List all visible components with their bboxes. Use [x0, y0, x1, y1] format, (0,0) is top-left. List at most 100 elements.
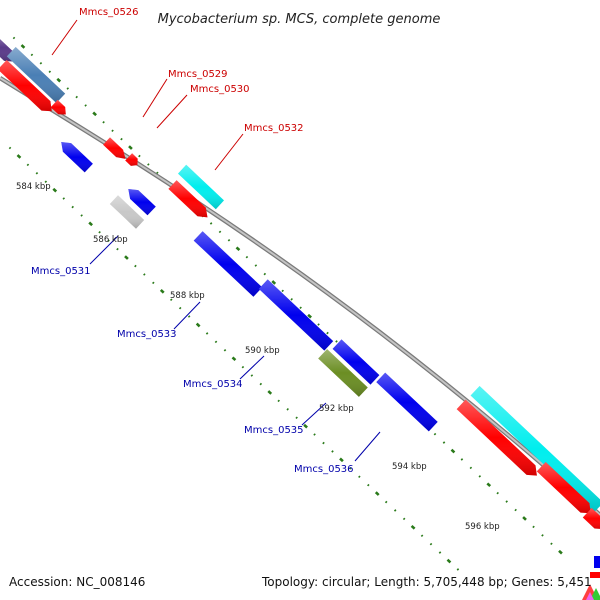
gene-label-mmcs-0530[interactable]: Mmcs_0530: [190, 84, 250, 95]
tick-mark: [44, 180, 48, 184]
tick-mark: [532, 525, 535, 529]
tick-mark: [235, 246, 241, 252]
tick-mark: [393, 509, 397, 512]
accession-text: Accession: NC_008146: [9, 575, 145, 589]
gene-label-mmcs-0533[interactable]: Mmcs_0533: [117, 329, 177, 340]
gene-feature-red[interactable]: [456, 399, 537, 476]
tick-mark: [214, 340, 218, 344]
tick-mark: [245, 255, 249, 259]
tick-mark: [250, 374, 254, 377]
tick-mark: [456, 568, 460, 571]
tick-mark: [111, 129, 114, 133]
kbp-label: 592 kbp: [319, 404, 354, 414]
gene-feature-blue[interactable]: [128, 189, 156, 216]
callout-line: [239, 355, 265, 380]
tick-mark: [307, 313, 312, 319]
tick-mark: [263, 272, 267, 276]
gene-feature-mmcs-0535[interactable]: [318, 349, 368, 397]
tick-mark: [8, 146, 12, 150]
kbp-label: 590 kbp: [245, 346, 280, 356]
callout-line: [354, 431, 381, 462]
tick-mark: [317, 323, 320, 326]
tick-mark: [218, 230, 222, 234]
tick-mark: [313, 433, 316, 436]
gene-feature-mmcs-0533[interactable]: [193, 231, 263, 297]
tick-mark: [326, 331, 329, 335]
tick-mark: [227, 238, 231, 242]
gene-label-mmcs-0532[interactable]: Mmcs_0532: [244, 123, 304, 134]
tick-mark: [442, 441, 446, 444]
tick-mark: [56, 77, 62, 83]
gene-feature-mmcs-0530[interactable]: [125, 153, 138, 166]
tick-mark: [52, 187, 58, 193]
tick-mark: [128, 145, 133, 150]
gene-label-mmcs-0535[interactable]: Mmcs_0535: [244, 425, 304, 436]
gene-label-mmcs-0534[interactable]: Mmcs_0534: [183, 379, 243, 390]
tick-mark: [75, 95, 78, 99]
tick-mark: [420, 534, 424, 538]
tick-mark: [259, 382, 263, 386]
tick-mark: [84, 104, 87, 107]
tick-mark: [460, 458, 464, 461]
tick-mark: [496, 491, 499, 495]
tick-mark: [102, 120, 105, 124]
genome-summary-text: Topology: circular; Length: 5,705,448 bp…: [261, 575, 592, 589]
gene-feature-red[interactable]: [582, 508, 600, 529]
map-overview-icon[interactable]: [582, 556, 600, 600]
callout-line: [301, 402, 327, 426]
gene-feature-blue[interactable]: [61, 142, 93, 173]
tick-mark: [116, 247, 119, 251]
gene-feature-red[interactable]: [0, 60, 52, 112]
gene-label-mmcs-0526[interactable]: Mmcs_0526: [79, 7, 139, 18]
gene-feature-mmcs-0529[interactable]: [103, 137, 126, 159]
gene-label-mmcs-0536[interactable]: Mmcs_0536: [294, 464, 354, 475]
gene-label-mmcs-0529[interactable]: Mmcs_0529: [168, 69, 228, 80]
tick-mark: [195, 322, 201, 328]
tick-mark: [358, 475, 361, 479]
tick-mark: [124, 255, 129, 260]
tick-mark: [277, 399, 280, 403]
gene-feature-cyan[interactable]: [470, 386, 600, 512]
tick-mark: [450, 448, 456, 454]
callout-line: [142, 78, 168, 118]
tick-mark: [16, 154, 22, 159]
tick-mark: [178, 306, 182, 310]
tick-mark: [20, 44, 26, 49]
tick-mark: [48, 70, 52, 74]
callout-lines: [51, 19, 381, 462]
tick-mark: [223, 348, 227, 352]
gene-feature-mmcs-0532[interactable]: [178, 164, 224, 210]
gene-feature-mmcs-0534[interactable]: [332, 339, 380, 385]
gene-feature-red[interactable]: [50, 99, 66, 115]
gene-feature-red[interactable]: [536, 462, 591, 514]
tick-mark: [30, 53, 34, 57]
gene-label-mmcs-0531[interactable]: Mmcs_0531: [31, 266, 91, 277]
gene-feature-mmcs-0531[interactable]: [109, 195, 145, 229]
tick-mark: [469, 466, 473, 470]
gene-feature-mmcs-0536[interactable]: [376, 372, 438, 432]
tick-mark: [541, 534, 544, 537]
tick-mark: [107, 239, 110, 243]
tick-mark: [80, 214, 83, 217]
gene-feature-mmcs-0526[interactable]: [6, 47, 66, 103]
gene-feature-blue[interactable]: [258, 279, 334, 351]
tick-mark: [281, 289, 284, 293]
tick-mark: [267, 390, 273, 395]
tick-mark: [438, 551, 442, 554]
tick-mark: [92, 111, 97, 117]
kbp-label: 596 kbp: [465, 522, 500, 532]
tick-mark: [349, 467, 352, 470]
tick-mark: [152, 281, 155, 285]
tick-mark: [71, 205, 74, 209]
kbp-label: 586 kbp: [93, 235, 128, 245]
tick-mark: [558, 549, 563, 555]
tick-mark: [156, 171, 159, 175]
tick-mark: [39, 61, 43, 65]
tick-mark: [209, 222, 213, 225]
gene-feature-red[interactable]: [168, 180, 208, 218]
tick-mark: [187, 315, 191, 318]
tick-mark: [299, 306, 302, 310]
tick-mark: [290, 298, 293, 301]
tick-mark: [478, 475, 482, 478]
tick-mark: [241, 365, 245, 369]
